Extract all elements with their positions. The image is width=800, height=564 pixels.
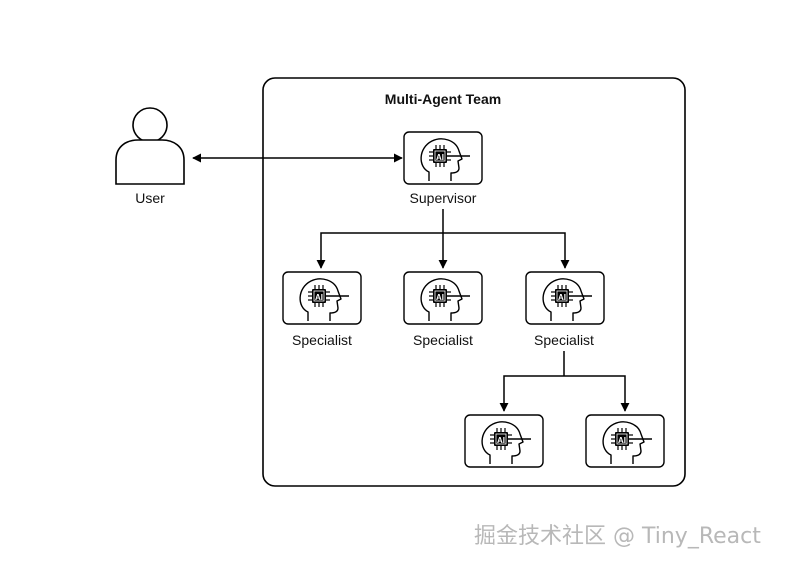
supervisor-agent-node: AI	[403, 131, 483, 185]
specialist-agent-node-1: AI	[282, 271, 362, 325]
supervisor-connectors	[316, 209, 570, 269]
specialist-label-2: Specialist	[413, 332, 473, 348]
specialist-agent-node-2: AI	[403, 271, 483, 325]
sub-agent-node-2: AI	[585, 414, 665, 468]
user-label: User	[135, 190, 165, 206]
chip-label: AI	[497, 436, 505, 445]
chip-label: AI	[618, 436, 626, 445]
specialist-agent-node-3: AI	[525, 271, 605, 325]
watermark: 掘金技术社区 @ Tiny_React	[474, 524, 761, 549]
user-icon	[115, 107, 185, 185]
chip-label: AI	[558, 293, 566, 302]
specialist-label-1: Specialist	[292, 332, 352, 348]
sub-agent-node-1: AI	[464, 414, 544, 468]
sub-agent-connectors	[499, 351, 630, 412]
specialist-label-3: Specialist	[534, 332, 594, 348]
supervisor-label: Supervisor	[410, 190, 477, 206]
chip-label: AI	[436, 153, 444, 162]
chip-label: AI	[436, 293, 444, 302]
team-title: Multi-Agent Team	[385, 91, 501, 107]
chip-label: AI	[315, 293, 323, 302]
